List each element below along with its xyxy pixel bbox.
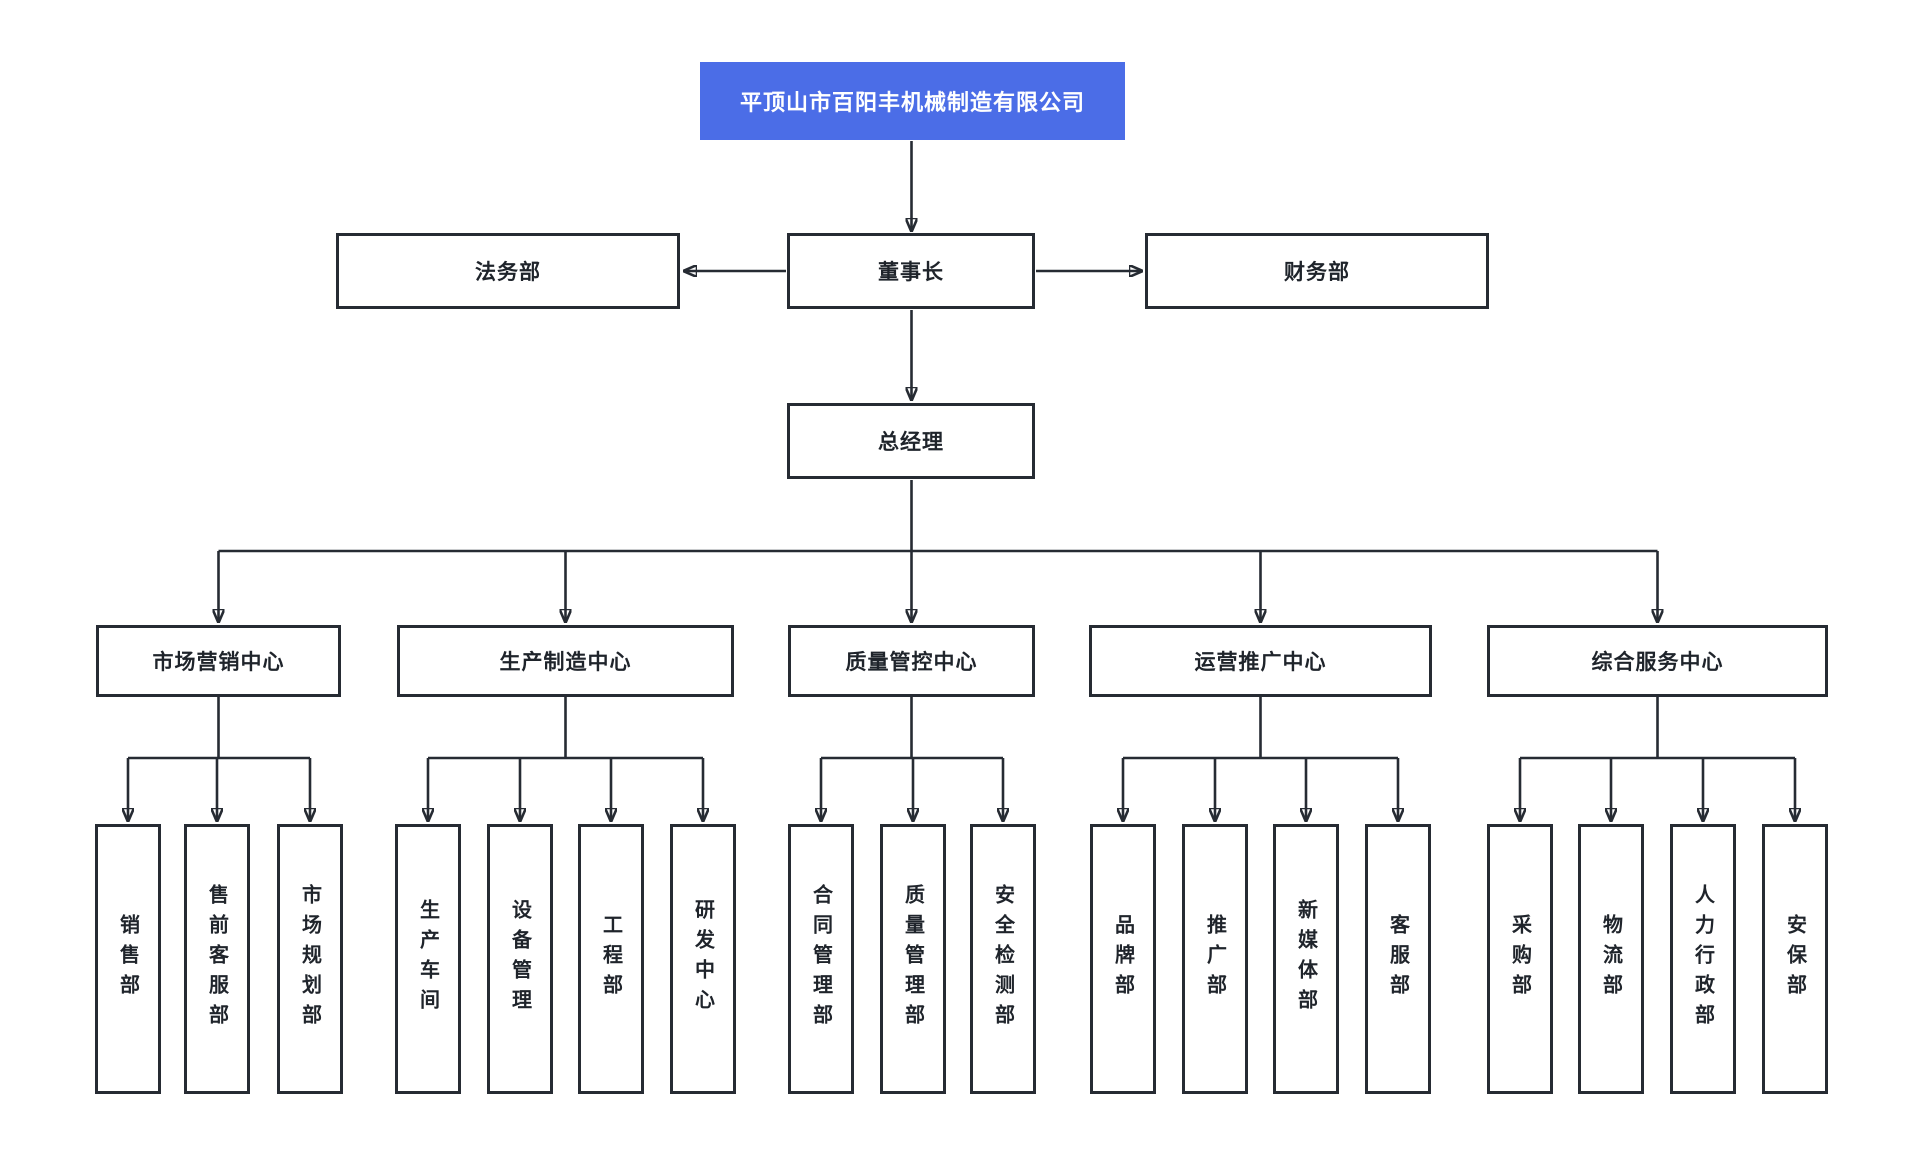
- node-dept-hr-admin[interactable]: 人力行政部: [1670, 824, 1736, 1094]
- node-dept-equipment-management[interactable]: 设备管理: [487, 824, 553, 1094]
- node-legal-dept[interactable]: 法务部: [336, 233, 680, 309]
- node-dept-sales[interactable]: 销售部: [95, 824, 161, 1094]
- node-center-marketing[interactable]: 市场营销中心: [96, 625, 341, 697]
- connector-buses: [128, 480, 1795, 760]
- node-dept-safety-inspection[interactable]: 安全检测部: [970, 824, 1036, 1094]
- node-dept-security[interactable]: 安保部: [1762, 824, 1828, 1094]
- node-dept-market-planning[interactable]: 市场规划部: [277, 824, 343, 1094]
- node-dept-contract-management[interactable]: 合同管理部: [788, 824, 854, 1094]
- node-dept-logistics[interactable]: 物流部: [1578, 824, 1644, 1094]
- node-center-production[interactable]: 生产制造中心: [397, 625, 734, 697]
- node-dept-new-media[interactable]: 新媒体部: [1273, 824, 1339, 1094]
- node-center-operations[interactable]: 运营推广中心: [1089, 625, 1432, 697]
- node-dept-quality-management[interactable]: 质量管理部: [880, 824, 946, 1094]
- node-company[interactable]: 平顶山市百阳丰机械制造有限公司: [700, 62, 1125, 140]
- node-center-quality[interactable]: 质量管控中心: [788, 625, 1035, 697]
- node-finance-dept[interactable]: 财务部: [1145, 233, 1489, 309]
- node-dept-promotion[interactable]: 推广部: [1182, 824, 1248, 1094]
- node-dept-customer-service[interactable]: 客服部: [1365, 824, 1431, 1094]
- node-dept-presales-service[interactable]: 售前客服部: [184, 824, 250, 1094]
- node-dept-brand[interactable]: 品牌部: [1090, 824, 1156, 1094]
- node-dept-production-workshop[interactable]: 生产车间: [395, 824, 461, 1094]
- node-general-manager[interactable]: 总经理: [787, 403, 1035, 479]
- node-chairman[interactable]: 董事长: [787, 233, 1035, 309]
- node-dept-rnd-center[interactable]: 研发中心: [670, 824, 736, 1094]
- node-center-services[interactable]: 综合服务中心: [1487, 625, 1828, 697]
- node-dept-engineering[interactable]: 工程部: [578, 824, 644, 1094]
- node-dept-procurement[interactable]: 采购部: [1487, 824, 1553, 1094]
